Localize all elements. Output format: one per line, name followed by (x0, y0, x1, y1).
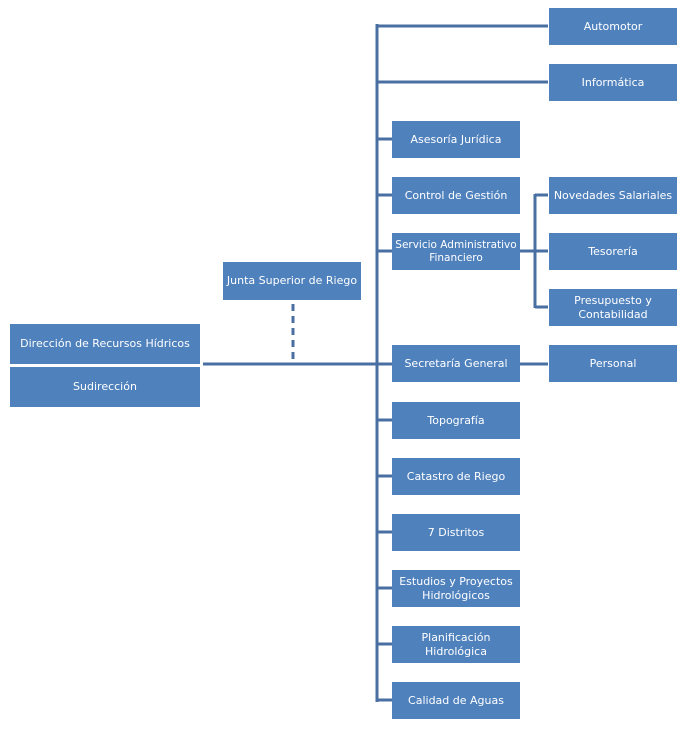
node-control-gestion: Control de Gestión (392, 177, 520, 214)
node-topografia: Topografía (392, 402, 520, 439)
node-secretaria-general-label: Secretaría General (404, 356, 508, 370)
node-servicio-administrativo-label: Servicio Administrativo Financiero (395, 238, 517, 264)
node-personal-label: Personal (589, 356, 637, 370)
node-7-distritos-label: 7 Distritos (427, 525, 485, 539)
node-asesoria-juridica-label: Asesoría Jurídica (410, 132, 502, 146)
node-planificacion-hidrologica: Planificación Hidrológica (392, 626, 520, 663)
node-control-gestion-label: Control de Gestión (404, 188, 508, 202)
node-topografia-label: Topografía (427, 413, 485, 427)
node-sudireccion: Sudirección (10, 367, 200, 407)
node-personal: Personal (549, 345, 677, 382)
node-presupuesto-contabilidad: Presupuesto y Contabilidad (549, 289, 677, 326)
node-informatica-label: Informática (581, 75, 645, 89)
node-catastro-riego: Catastro de Riego (392, 458, 520, 495)
node-junta-superior-riego: Junta Superior de Riego (223, 262, 361, 300)
node-secretaria-general: Secretaría General (392, 345, 520, 382)
node-direccion-recursos-hidricos: Dirección de Recursos Hídricos (10, 324, 200, 364)
node-asesoria-juridica: Asesoría Jurídica (392, 121, 520, 158)
node-estudios-proyectos: Estudios y Proyectos Hidrológicos (392, 570, 520, 607)
node-novedades-salariales: Novedades Salariales (549, 177, 677, 214)
node-tesoreria: Tesorería (549, 233, 677, 270)
node-automotor-label: Automotor (583, 19, 643, 33)
node-automotor: Automotor (549, 8, 677, 45)
node-servicio-administrativo: Servicio Administrativo Financiero (392, 233, 520, 270)
node-tesoreria-label: Tesorería (588, 244, 638, 258)
node-catastro-riego-label: Catastro de Riego (406, 469, 506, 483)
node-junta-superior-riego-label: Junta Superior de Riego (226, 274, 358, 287)
node-calidad-aguas-label: Calidad de Aguas (408, 693, 504, 707)
node-informatica: Informática (549, 64, 677, 101)
node-sudireccion-label: Sudirección (73, 380, 137, 393)
node-direccion-recursos-hidricos-label: Dirección de Recursos Hídricos (20, 337, 190, 350)
node-7-distritos: 7 Distritos (392, 514, 520, 551)
node-calidad-aguas: Calidad de Aguas (392, 682, 520, 719)
node-planificacion-hidrologica-label: Planificación Hidrológica (421, 630, 491, 658)
node-novedades-salariales-label: Novedades Salariales (553, 188, 673, 202)
node-presupuesto-contabilidad-label: Presupuesto y Contabilidad (574, 293, 652, 321)
node-estudios-proyectos-label: Estudios y Proyectos Hidrológicos (399, 574, 513, 602)
